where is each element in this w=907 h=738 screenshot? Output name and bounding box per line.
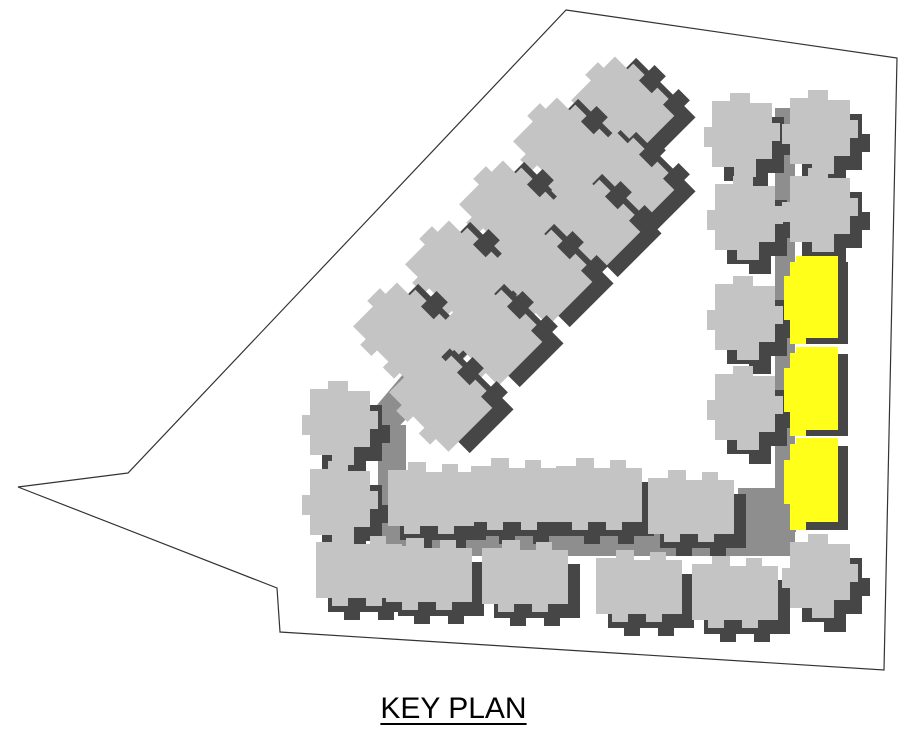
highlighted-block-2 [784, 347, 848, 436]
highlighted-block-3 [784, 438, 848, 530]
highlighted-block-1 [784, 256, 848, 344]
highlighted-blocks [784, 256, 848, 530]
key-plan-title: KEY PLAN [380, 692, 527, 725]
